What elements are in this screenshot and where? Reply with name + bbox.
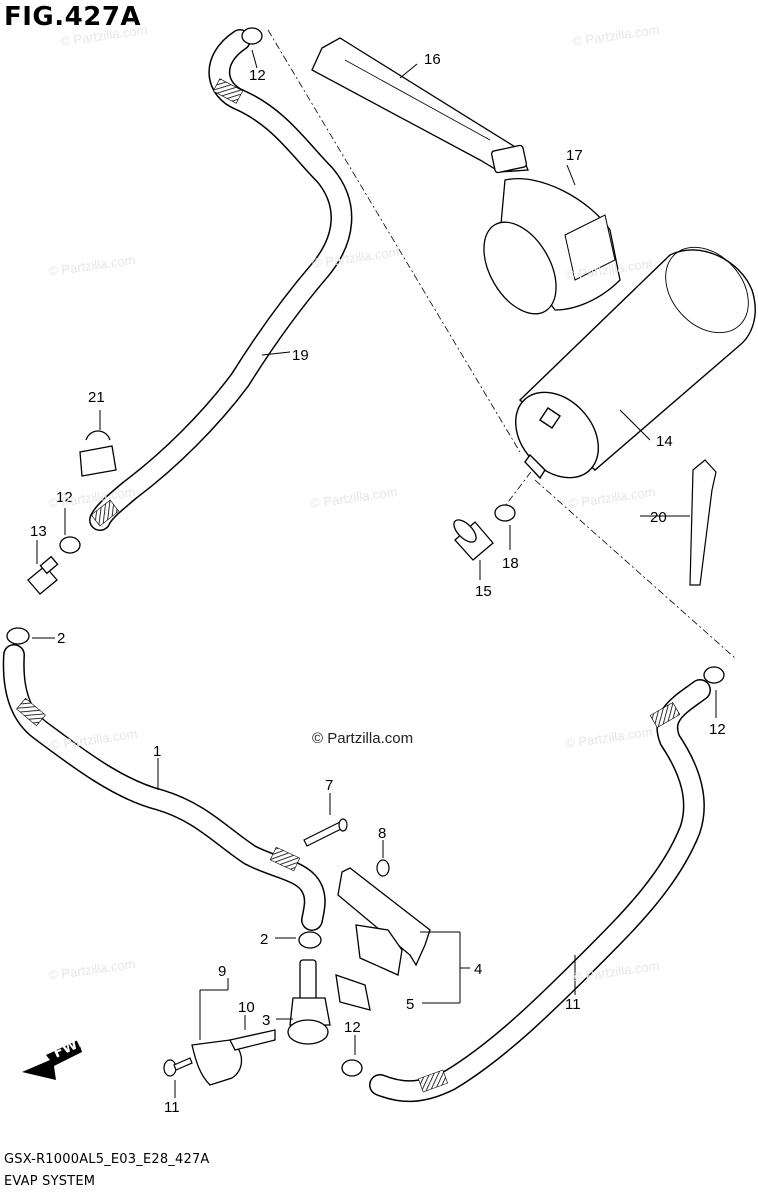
callout-3: 3	[262, 1012, 270, 1029]
hose-18[interactable]	[89, 29, 353, 531]
hose-1[interactable]	[2, 644, 326, 931]
washer-7[interactable]	[376, 859, 390, 877]
callout-14: 14	[656, 433, 673, 450]
watermark-main: © Partzilla.com	[312, 730, 414, 747]
callout-12-a: 12	[249, 67, 266, 84]
clamps[interactable]	[6, 27, 725, 1077]
callout-numbers: 12 16 17 19 21 14 12 13 20 18 15 2 12 1 …	[30, 51, 726, 1116]
fwd-arrow-icon: FWD	[22, 1032, 91, 1080]
callout-13: 13	[30, 523, 47, 540]
figure-title: FIG.427A	[4, 2, 142, 32]
callout-20: 20	[650, 509, 667, 526]
callout-6: 7	[325, 777, 333, 794]
callout-19: 18	[502, 555, 519, 572]
bracket-4[interactable]	[335, 867, 431, 1011]
callout-9: 10	[238, 999, 255, 1016]
clip-21[interactable]	[79, 430, 117, 477]
callout-12-d: 12	[344, 1019, 361, 1036]
bolt-6[interactable]	[303, 818, 348, 847]
dashed-connection-lines	[267, 29, 736, 659]
callout-4: 4	[474, 961, 482, 978]
callout-10: 11	[164, 1099, 180, 1116]
cap-17[interactable]	[450, 516, 494, 561]
callout-5: 5	[406, 996, 414, 1013]
callout-17: 15	[475, 583, 492, 600]
callout-18: 19	[292, 347, 309, 364]
hose-11[interactable]	[369, 679, 711, 1103]
callout-11: 11	[565, 996, 581, 1013]
screw-10[interactable]	[163, 1057, 193, 1077]
canister-boot-16[interactable]	[469, 178, 621, 327]
leader-lines	[32, 49, 717, 1098]
strap-15[interactable]	[311, 37, 529, 174]
system-name: EVAP SYSTEM	[4, 1174, 96, 1189]
callout-7: 8	[378, 825, 386, 842]
callout-12-b: 12	[56, 489, 73, 506]
valve-3[interactable]	[287, 959, 331, 1045]
cable-tie-20[interactable]	[689, 459, 717, 586]
canister-14[interactable]	[499, 231, 758, 494]
callout-15: 16	[424, 51, 441, 68]
fitting-13[interactable]	[27, 555, 59, 595]
callout-8: 9	[218, 963, 226, 980]
callout-2-a: 2	[57, 630, 65, 647]
callout-2-b: 2	[260, 931, 268, 948]
bracket-8[interactable]	[191, 1029, 276, 1086]
callout-16: 17	[566, 147, 583, 164]
model-code: GSX-R1000AL5_E03_E28_427A	[4, 1152, 210, 1167]
callout-21: 21	[88, 389, 105, 406]
callout-12-c: 12	[709, 721, 726, 738]
callout-1: 1	[153, 743, 161, 760]
